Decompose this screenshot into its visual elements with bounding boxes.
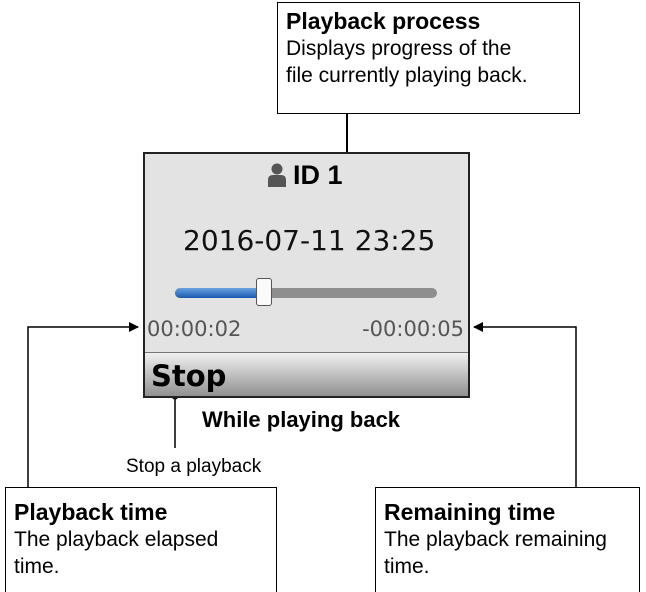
callout-desc: The playback remaining: [384, 528, 607, 551]
callout-remaining-time: Remaining time The playback remaining ti…: [375, 487, 640, 592]
callout-desc: The playback elapsed: [14, 528, 219, 551]
stop-label: Stop: [151, 359, 227, 393]
callout-desc: time.: [384, 555, 430, 578]
progress-fill: [175, 288, 264, 298]
datetime-display: 2016-07-11 23:25: [183, 224, 436, 257]
caption: While playing back: [202, 407, 401, 432]
progress-knob[interactable]: [256, 278, 272, 306]
id-header: ID 1: [267, 160, 343, 190]
callout-playback-time: Playback time The playback elapsed time.: [5, 487, 277, 592]
remaining-time-leader-line: [473, 322, 577, 487]
progress-bar[interactable]: [175, 278, 437, 306]
playback-time-leader-line: [27, 322, 139, 487]
callout-title: Playback time: [14, 499, 168, 525]
remaining-time: -00:00:05: [362, 317, 464, 341]
stop-button[interactable]: Stop: [145, 352, 468, 396]
device-screen: ID 1 2016-07-11 23:25 00:00:02 -00:00:05…: [143, 152, 470, 398]
callout-desc: time.: [14, 555, 60, 578]
callout-desc: Displays progress of the: [286, 37, 512, 60]
id-label: ID 1: [293, 160, 343, 190]
callout-title: Remaining time: [384, 499, 556, 525]
callout-desc: file currently playing back.: [286, 64, 528, 87]
callout-playback-process: Playback process Displays progress of th…: [277, 2, 580, 114]
stop-note: Stop a playback: [126, 456, 262, 477]
callout-title: Playback process: [286, 8, 481, 34]
elapsed-time: 00:00:02: [147, 317, 242, 341]
person-icon: [268, 163, 286, 187]
